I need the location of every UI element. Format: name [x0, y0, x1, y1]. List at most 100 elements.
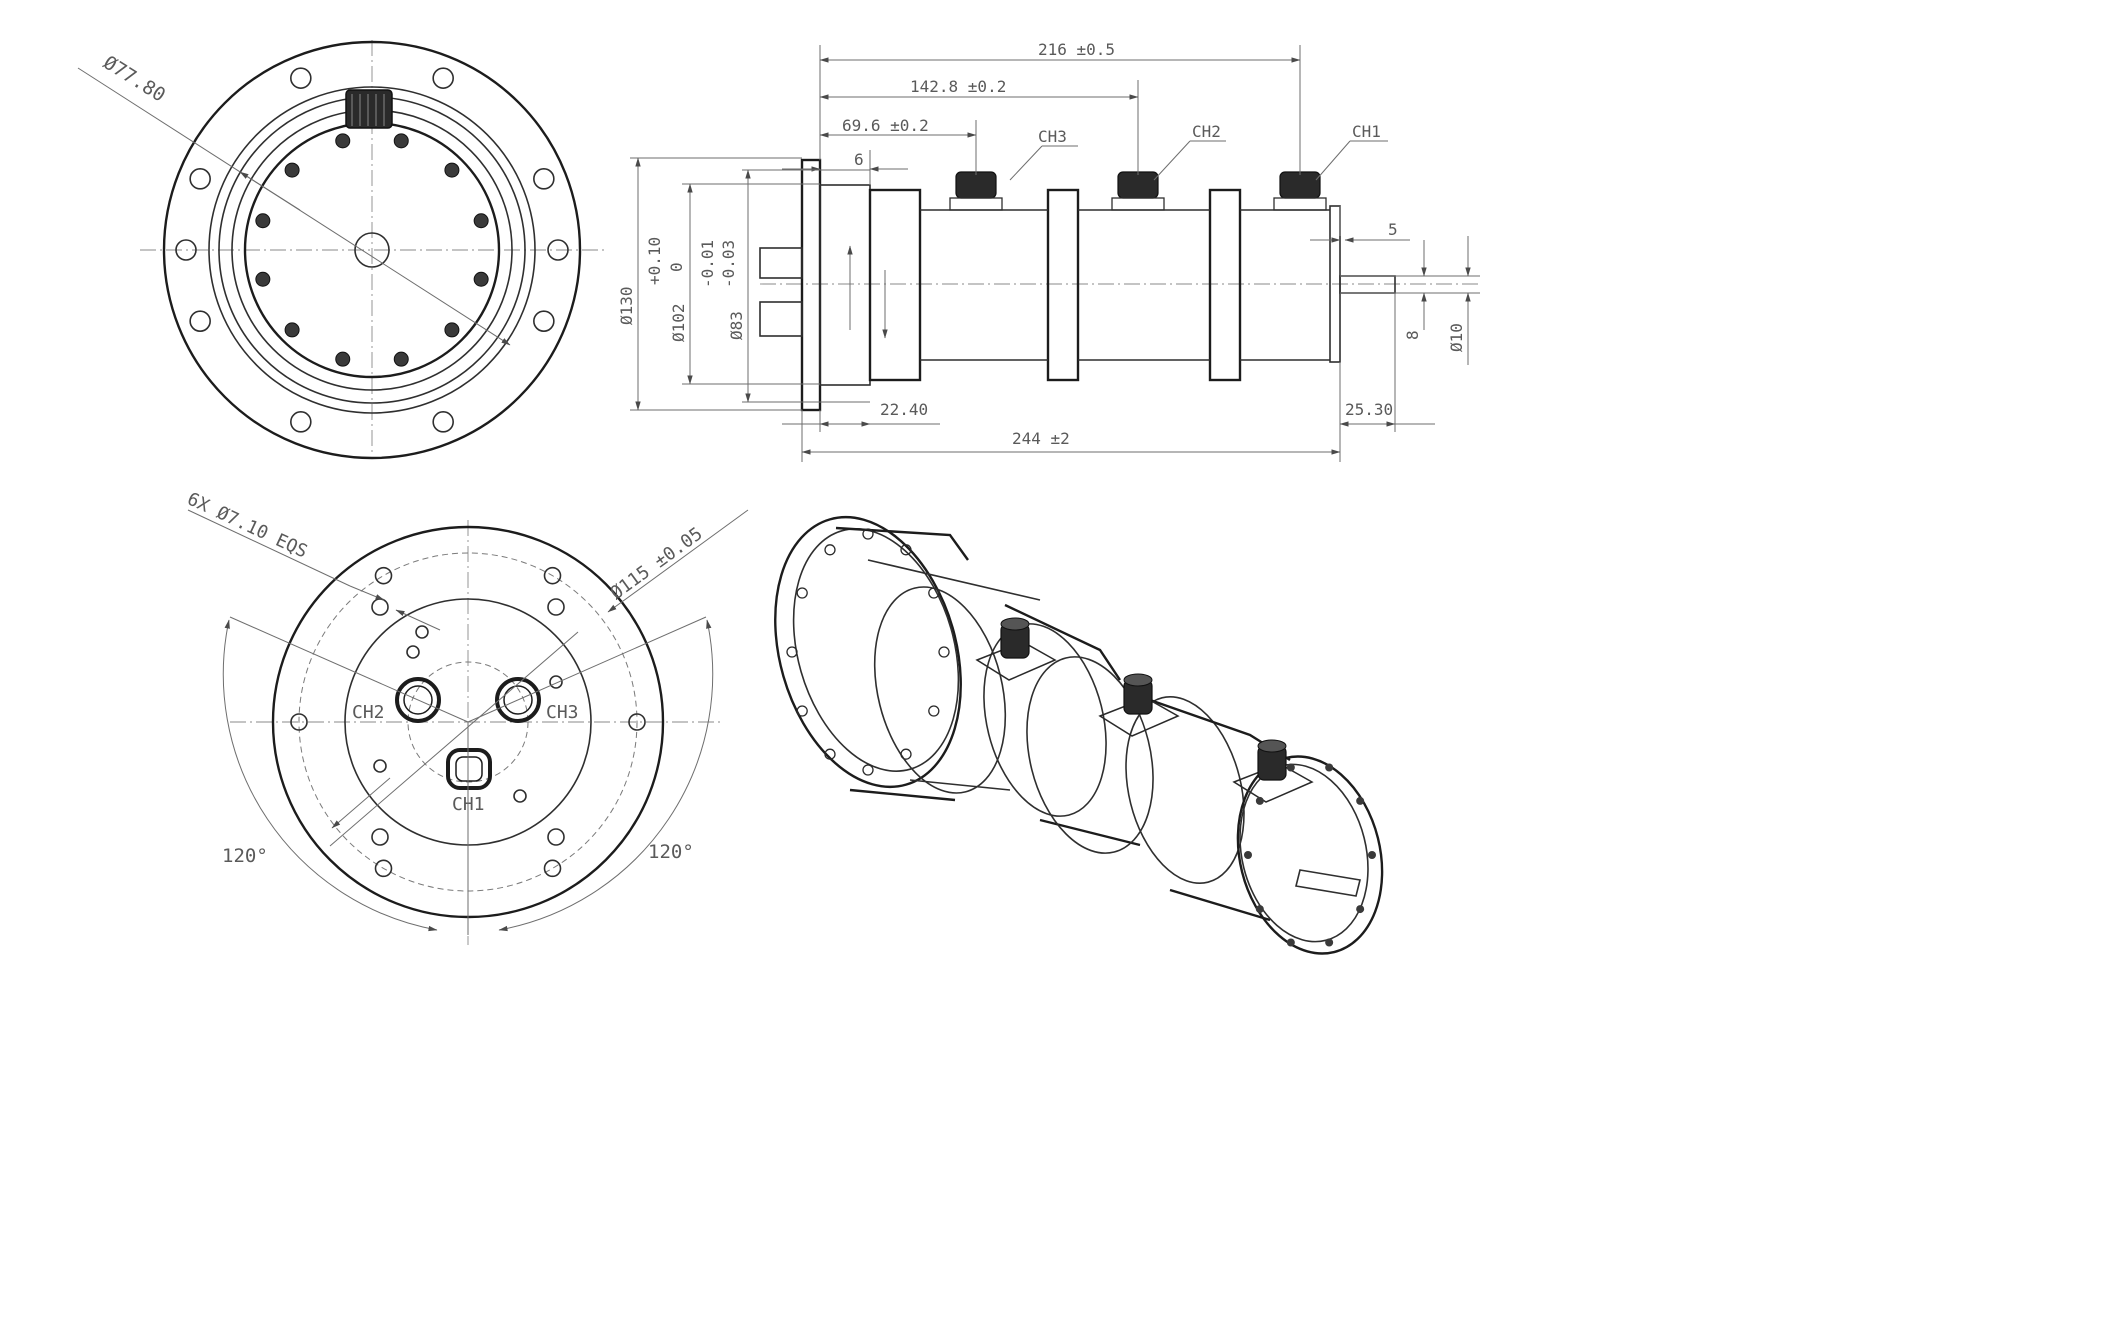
flange-hole	[533, 310, 555, 332]
connector-icon	[1117, 171, 1159, 199]
label-ch2: CH2	[1192, 122, 1221, 141]
flange-hole	[290, 67, 312, 89]
angle-right-label: 120°	[648, 841, 694, 863]
front-view: Ø77.80	[77, 40, 605, 460]
pcd-callout: Ø115 ±0.05	[607, 523, 707, 604]
flange-hole	[189, 168, 211, 190]
dim-ch2-position: 142.8 ±0.2	[910, 77, 1006, 96]
top-dimensions	[782, 45, 1410, 243]
front-diameter-label: Ø77.80	[99, 52, 169, 107]
flange-hole	[786, 646, 798, 658]
bolt-head	[255, 271, 271, 287]
dim-body-tol-upper: -0.01	[698, 240, 717, 288]
connector-icon	[1279, 171, 1321, 199]
side-outline	[759, 158, 1396, 412]
mounting-hole	[374, 566, 393, 585]
connector-base	[949, 197, 1003, 211]
bolt-head	[444, 162, 460, 178]
bolt-head	[1286, 938, 1295, 947]
flange-hole	[824, 544, 836, 556]
connector-icon	[955, 171, 997, 199]
label-ch1: CH1	[1352, 122, 1381, 141]
label-ch3: CH3	[1038, 127, 1067, 146]
dim-spigot-tol-upper: +0.10	[645, 237, 664, 285]
connector-cap	[1000, 617, 1030, 631]
bolt-head	[393, 351, 409, 367]
connector-cap	[1257, 739, 1287, 753]
flange-hole	[928, 705, 940, 717]
bolt-head	[335, 351, 351, 367]
flange-hole	[900, 544, 912, 556]
dim-flange-thickness: 6	[854, 150, 864, 169]
mounting-hole	[543, 566, 562, 585]
dim-ch3-position: 69.6 ±0.2	[842, 116, 929, 135]
flange-holes	[175, 67, 569, 433]
inner-hole	[549, 675, 563, 689]
mounting-hole	[547, 828, 565, 846]
flange-hole	[189, 310, 211, 332]
dim-shaft-length: 25.30	[1345, 400, 1393, 419]
iso-connectors	[975, 617, 1314, 803]
port-label-ch3: CH3	[546, 702, 579, 723]
flange-hole	[900, 748, 912, 760]
port-label-ch2: CH2	[352, 702, 385, 723]
engineering-drawing: Ø77.80	[77, 40, 1480, 955]
connector-base	[1111, 197, 1165, 211]
bolt-head	[335, 133, 351, 149]
bolt-heads	[255, 133, 489, 367]
bolt-head	[1255, 796, 1264, 805]
bottom-dimensions	[782, 293, 1435, 462]
flange-hole	[290, 411, 312, 433]
connector-cap	[1123, 673, 1153, 687]
dim-overall-connector: 216 ±0.5	[1038, 40, 1115, 59]
bolt-head	[444, 322, 460, 338]
dim-overall-length: 244 ±2	[1012, 429, 1070, 448]
bolt-head	[1356, 796, 1365, 805]
dim-flange-diameter: Ø130	[617, 286, 636, 325]
dim-spigot-diameter: Ø102	[669, 303, 688, 342]
flange-hole	[796, 705, 808, 717]
inner-hole	[406, 645, 420, 659]
bolt-head	[1286, 763, 1295, 772]
bolt-head	[1356, 905, 1365, 914]
flange-view: CH2 CH3 CH1 6X Ø7.10 EQS Ø115 ±0.05 120°…	[184, 488, 749, 945]
bolt-head	[1325, 763, 1334, 772]
dim-flange-offset: 22.40	[880, 400, 928, 419]
connector-base	[1273, 197, 1327, 211]
inner-hole	[513, 789, 527, 803]
side-connectors	[949, 171, 1327, 211]
holes-callout: 6X Ø7.10 EQS	[184, 488, 311, 562]
flange-hole	[824, 748, 836, 760]
flange-hole	[862, 764, 874, 776]
diameter-leader	[77, 67, 511, 346]
mounting-hole	[547, 598, 565, 616]
bolt-head	[473, 271, 489, 287]
flange-hole	[533, 168, 555, 190]
angle-left-label: 120°	[222, 845, 268, 867]
side-view: 216 ±0.5 142.8 ±0.2 69.6 ±0.2 6 CH3 CH2 …	[617, 40, 1480, 462]
dim-key-width: 8	[1403, 330, 1422, 340]
iso-bolt-heads	[786, 528, 1376, 947]
dim-shaft-diameter: Ø10	[1447, 323, 1466, 352]
bolt-head	[284, 322, 300, 338]
left-dimensions	[630, 157, 870, 411]
dim-body-tol-lower: -0.03	[719, 240, 738, 288]
bolt-head	[1325, 938, 1334, 947]
mounting-hole	[371, 598, 389, 616]
bolt-head	[393, 133, 409, 149]
flange-hole	[796, 587, 808, 599]
flange-hole	[862, 528, 874, 540]
right-dimensions	[1340, 236, 1480, 365]
flange-hole	[432, 411, 454, 433]
bolt-head	[1368, 851, 1376, 859]
inner-hole	[415, 625, 429, 639]
dim-body-diameter: Ø83	[727, 311, 746, 340]
bolt-head	[1244, 851, 1252, 859]
connector-body-icon	[345, 89, 393, 129]
flange-hole	[175, 239, 197, 261]
flange-hole	[432, 67, 454, 89]
bolt-head	[284, 162, 300, 178]
isometric-view	[774, 515, 1384, 955]
flange-hole	[547, 239, 569, 261]
inner-hole	[373, 759, 387, 773]
